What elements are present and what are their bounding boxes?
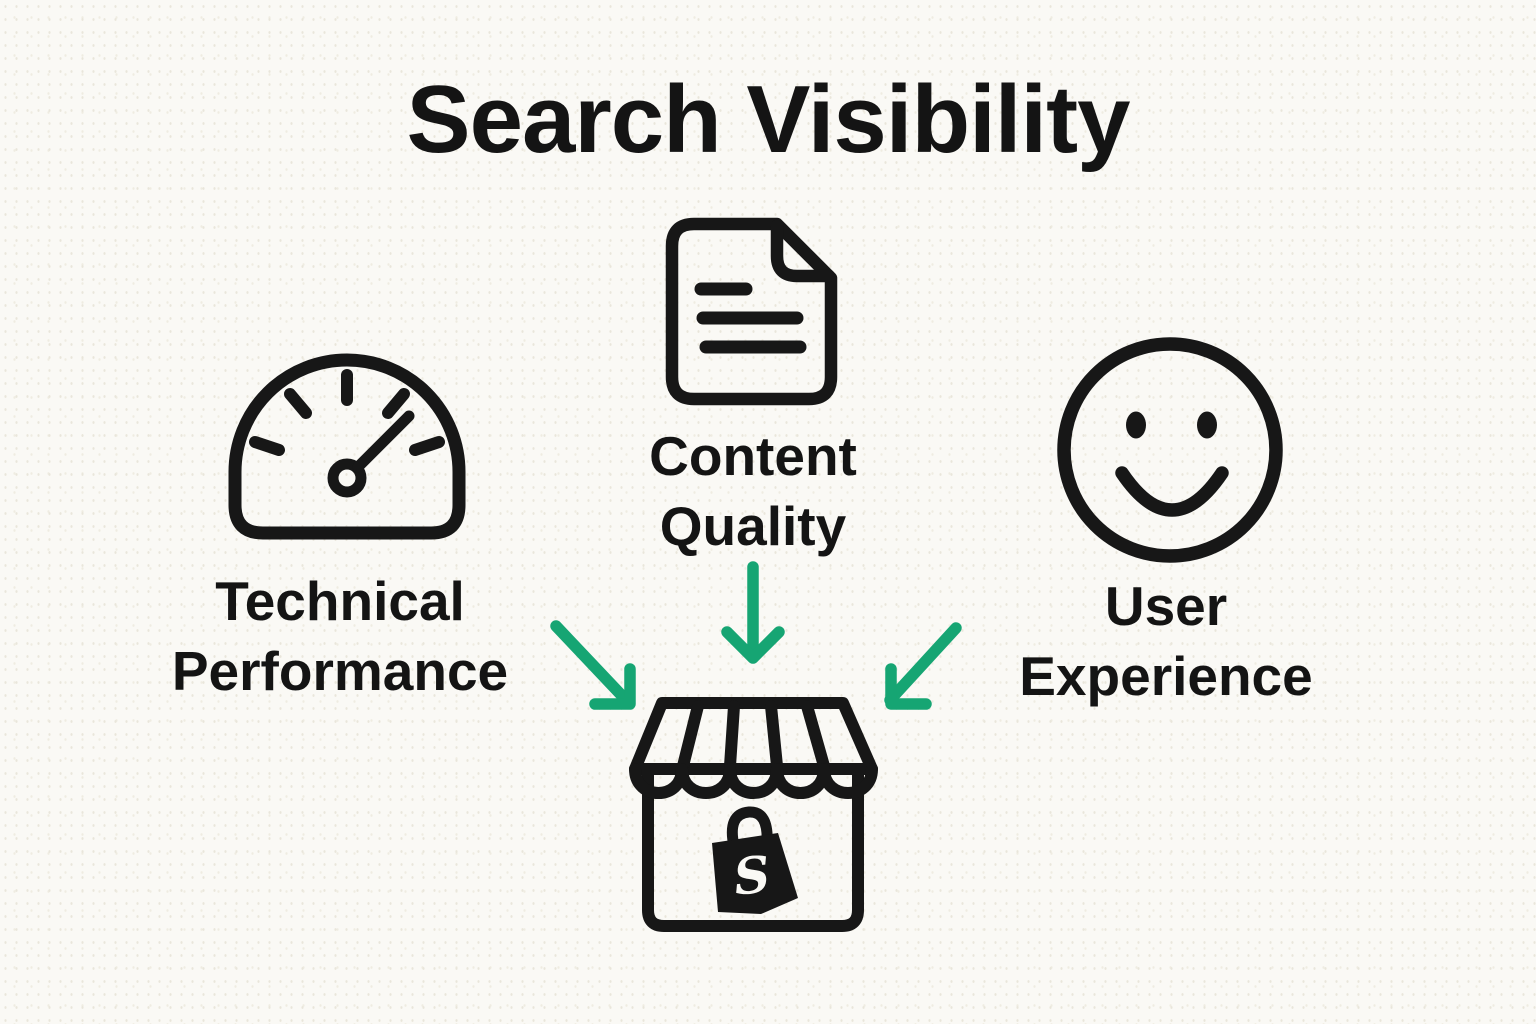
- arrow-down-icon: [721, 561, 785, 664]
- document-fold: [770, 219, 836, 283]
- shopify-bag-logo: S: [712, 806, 798, 914]
- storefront-awning-scallops: [629, 763, 878, 799]
- storefront-icon: S: [629, 697, 878, 932]
- label-user-experience: User Experience: [966, 571, 1366, 711]
- bag-body: [712, 833, 798, 914]
- arrow-down-right-icon: [550, 620, 636, 710]
- smiley-mouth: [1115, 466, 1229, 517]
- storefront-body: [642, 766, 864, 932]
- storefront-awning-stripes: [677, 700, 830, 772]
- label-line: Content: [649, 425, 857, 487]
- bag-handle: [726, 806, 773, 852]
- smiley-right-eye: [1197, 411, 1217, 439]
- arrow-down-left-icon: [884, 622, 962, 710]
- label-line: Performance: [171, 640, 509, 702]
- label-line: Technical: [215, 570, 465, 632]
- label-line: Quality: [659, 495, 847, 557]
- bag-letter: S: [731, 844, 773, 906]
- document-text-lines: [694, 282, 807, 354]
- diagram-title: Search Visibility: [406, 66, 1131, 173]
- speedometer-ticks: [249, 369, 445, 456]
- storefront-awning: [629, 697, 878, 775]
- label-line: Experience: [1019, 645, 1313, 707]
- label-technical-performance: Technical Performance: [120, 566, 560, 706]
- label-content-quality: Content Quality: [570, 421, 936, 561]
- smiley-face-icon: [1057, 337, 1283, 563]
- label-line: User: [1104, 575, 1228, 637]
- speedometer-needle: [327, 410, 415, 498]
- document-icon: [665, 217, 838, 406]
- speedometer-icon: [228, 353, 466, 540]
- smiley-left-eye: [1126, 411, 1146, 439]
